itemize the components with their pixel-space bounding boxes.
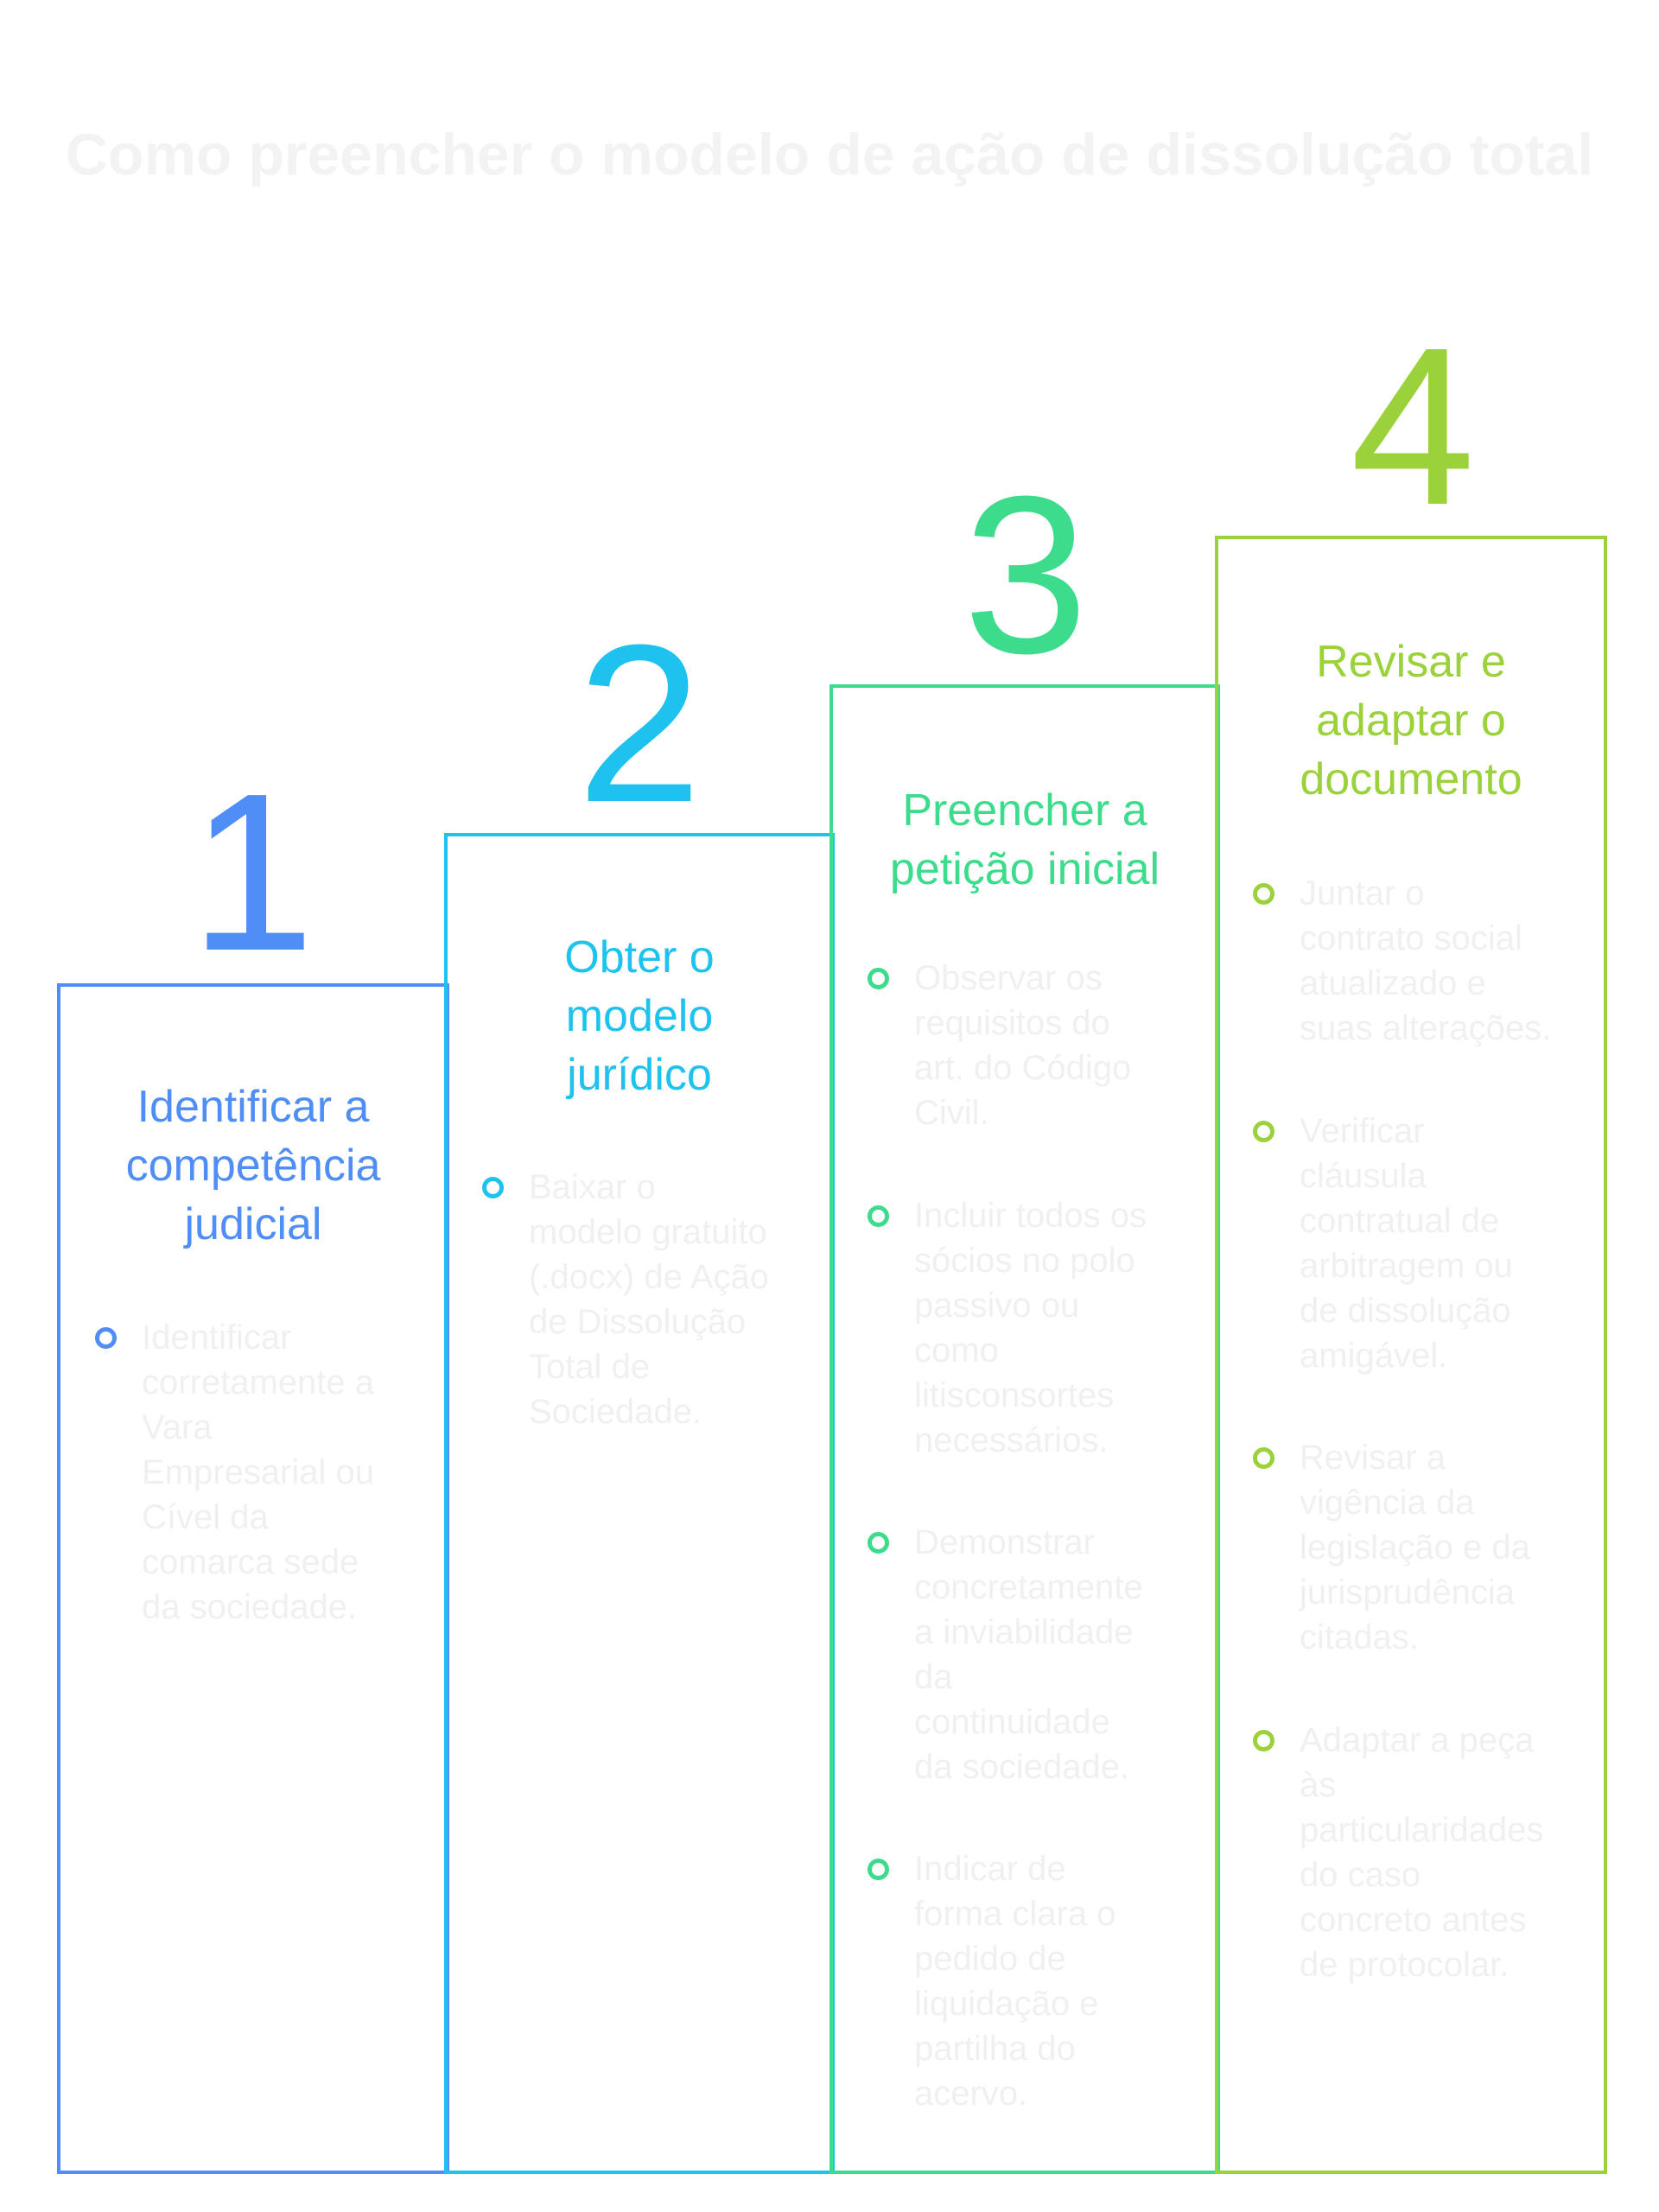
step-4-title: Revisar e adaptar o documento bbox=[1300, 637, 1522, 804]
page-title: Como preencher o modelo de ação de disso… bbox=[65, 122, 1594, 188]
bullet-text: Observar os requisitos do art. do Código… bbox=[914, 959, 1132, 1132]
step-2-number: 2 bbox=[576, 599, 702, 849]
step-3-title: Preencher a petição inicial bbox=[889, 785, 1160, 894]
bullet-dot-icon bbox=[1253, 1730, 1274, 1751]
step-4-column: Revisar e adaptar o documento Juntar o c… bbox=[1215, 536, 1607, 2174]
bullet-dot-icon bbox=[868, 1859, 889, 1880]
bullet-dot-icon bbox=[868, 968, 889, 989]
bullet-text: Verificar cláusula contratual de arbitra… bbox=[1300, 1112, 1513, 1375]
step-1-column: Identificar a competência judicial Ident… bbox=[57, 983, 449, 2174]
step-2-column: Obter o modelo jurídico Baixar o modelo … bbox=[444, 833, 835, 2174]
bullet-dot-icon bbox=[1253, 1447, 1274, 1469]
bullet-dot-icon bbox=[868, 1532, 889, 1554]
bullet-dot-icon bbox=[1253, 883, 1274, 905]
step-1-number: 1 bbox=[189, 747, 315, 998]
bullet-dot-icon bbox=[1253, 1121, 1274, 1142]
bullet-text: Demonstrar concretamente a inviabilidade… bbox=[914, 1523, 1143, 1786]
bullet-dot-icon bbox=[868, 1205, 889, 1227]
bullet-text: Incluir todos os sócios no polo passivo … bbox=[914, 1197, 1147, 1459]
step-3-column: Preencher a petição inicial Observar os … bbox=[830, 684, 1220, 2174]
bullet-text: Juntar o contrato social atualizado e su… bbox=[1300, 874, 1552, 1047]
bullet-dot-icon bbox=[95, 1327, 117, 1349]
step-1-title: Identificar a competência judicial bbox=[125, 1082, 381, 1249]
bullet-dot-icon bbox=[482, 1177, 504, 1198]
bullet-text: Adaptar a peça às particularidades do ca… bbox=[1300, 1721, 1544, 1984]
bullet-text: Baixar o modelo gratuito (.docx) de Ação… bbox=[529, 1168, 769, 1431]
bullet-text: Identificar corretamente a Vara Empresar… bbox=[142, 1319, 375, 1626]
step-2-title: Obter o modelo jurídico bbox=[564, 932, 715, 1100]
step-4-number: 4 bbox=[1350, 302, 1476, 552]
bullet-text: Indicar de forma clara o pedido de liqui… bbox=[914, 1850, 1116, 2113]
step-3-number: 3 bbox=[963, 450, 1089, 701]
bullet-text: Revisar a vigência da legislação e da ju… bbox=[1300, 1439, 1530, 1656]
